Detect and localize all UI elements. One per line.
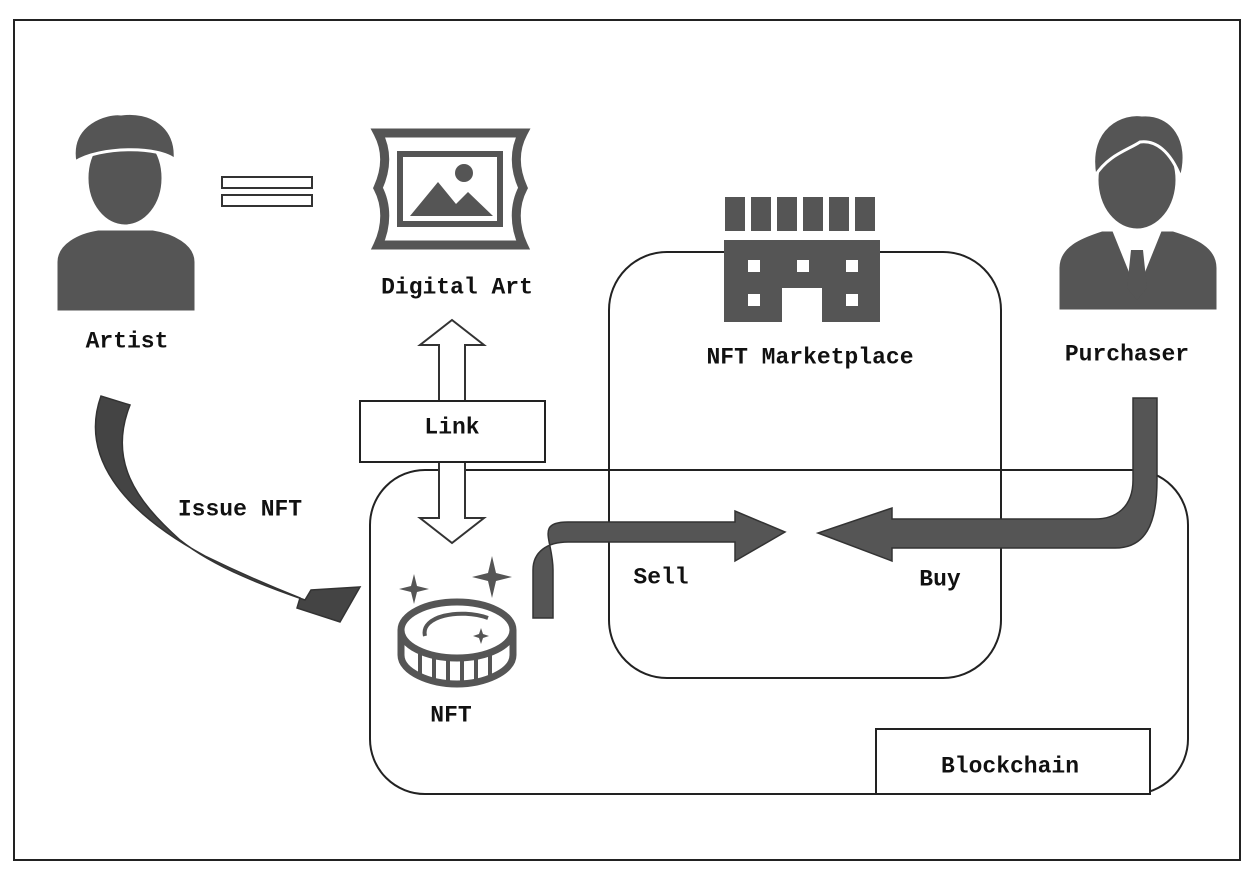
nft-coin-icon: [397, 556, 517, 688]
nft-marketplace-label: NFT Marketplace: [706, 344, 914, 371]
link-label-box: [359, 400, 546, 463]
artist-label: Artist: [85, 328, 169, 355]
blockchain-label: Blockchain: [940, 753, 1080, 780]
nft-label: NFT: [430, 702, 472, 729]
sell-arrow: [532, 509, 787, 619]
issue-nft-label: Issue NFT: [177, 496, 303, 523]
blockchain-container: [369, 469, 1189, 795]
outer-frame: [13, 19, 1241, 861]
equals-sign-icon: [221, 176, 313, 207]
marketplace-building-icon: [724, 197, 880, 322]
purchaser-icon: [1056, 113, 1220, 313]
artist-icon: [54, 111, 198, 314]
digital-art-label: Digital Art: [381, 274, 533, 301]
issue-nft-arrow: [94, 395, 362, 623]
sell-label: Sell: [633, 564, 689, 591]
framed-picture-icon: [370, 128, 531, 250]
buy-label: Buy: [919, 566, 961, 593]
buy-arrow: [815, 397, 1158, 563]
blockchain-label-box: [875, 728, 1151, 795]
link-label: Link: [424, 414, 480, 441]
purchaser-label: Purchaser: [1064, 341, 1190, 368]
